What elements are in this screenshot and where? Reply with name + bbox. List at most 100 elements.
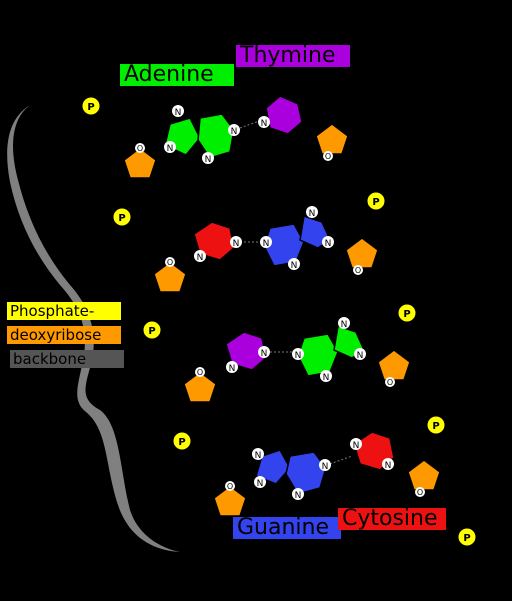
oxygen-atom: O (385, 377, 395, 387)
nitrogen-atom: N (306, 206, 318, 219)
phosphate-group: P (112, 207, 132, 227)
sugar-pentagon (345, 237, 379, 269)
thymine-label: Thymine (236, 45, 350, 67)
svg-text:N: N (167, 144, 174, 154)
guanine-label: Guanine (233, 517, 341, 539)
phosphate-group: P (142, 320, 162, 340)
svg-text:P: P (178, 437, 185, 448)
backbone-label-backbone: backbone (10, 350, 124, 368)
nitrogen-atom: N (292, 488, 304, 501)
phosphate-groups: P P P P P P P P (81, 96, 477, 547)
oxygen-atom: O (135, 143, 145, 153)
nitrogen-atom: N (258, 116, 270, 129)
oxygen-atom: O (165, 257, 175, 267)
guanine-ring-5 (255, 449, 291, 485)
phosphate-group: P (457, 527, 477, 547)
svg-text:P: P (432, 421, 439, 432)
svg-text:P: P (118, 213, 125, 224)
cytosine-label: Cytosine (338, 508, 446, 530)
nitrogen-atom: N (338, 317, 350, 330)
svg-text:N: N (341, 320, 348, 330)
svg-text:N: N (291, 261, 298, 271)
nitrogen-atom: N (194, 250, 206, 263)
nitrogen-atom: N (226, 361, 238, 374)
svg-text:N: N (263, 239, 270, 249)
svg-text:N: N (175, 108, 182, 118)
guanine-ring-6 (285, 451, 327, 495)
thymine-ring (265, 95, 303, 135)
base-pair-4 (213, 431, 441, 517)
svg-text:N: N (295, 351, 302, 361)
svg-text:P: P (463, 533, 470, 544)
nitrogen-atom: N (320, 370, 332, 383)
svg-text:N: N (325, 239, 332, 249)
phosphate-group: P (366, 191, 386, 211)
phosphate-group: P (81, 96, 101, 116)
svg-text:N: N (385, 461, 392, 471)
sugar-pentagon (315, 123, 349, 155)
nitrogen-atom: N (319, 459, 331, 472)
nitrogen-atom: N (228, 124, 240, 137)
svg-text:O: O (227, 482, 233, 491)
nitrogen-atom: N (172, 105, 184, 118)
sugar-pentagon (153, 261, 187, 293)
nitrogen-atoms: N N N N N N N N N N N N N N N N N N N N … (164, 105, 394, 501)
nitrogen-atom: N (230, 236, 242, 249)
nitrogen-atom: N (322, 236, 334, 249)
sugar-pentagon (183, 371, 217, 403)
svg-text:N: N (255, 451, 262, 461)
adenine-ring-6 (297, 333, 339, 377)
adenine-ring-6 (197, 113, 235, 159)
nitrogen-atom: N (288, 258, 300, 271)
svg-text:N: N (309, 209, 316, 219)
svg-text:N: N (323, 373, 330, 383)
nitrogen-atom: N (382, 458, 394, 471)
backbone-label-deoxyribose: deoxyribose (7, 326, 121, 344)
oxygen-atom: O (323, 151, 333, 161)
svg-text:O: O (417, 488, 423, 497)
svg-text:N: N (233, 239, 240, 249)
nitrogen-atom: N (252, 448, 264, 461)
phosphate-group: P (397, 303, 417, 323)
base-pair-1 (123, 95, 349, 179)
svg-text:N: N (295, 491, 302, 501)
svg-text:O: O (387, 378, 393, 387)
base-pair-3 (183, 325, 411, 403)
svg-text:O: O (325, 152, 331, 161)
svg-text:N: N (322, 462, 329, 472)
nitrogen-atom: N (202, 152, 214, 165)
svg-text:P: P (403, 309, 410, 320)
svg-text:O: O (355, 266, 361, 275)
svg-text:O: O (167, 258, 173, 267)
thymine-ring (225, 331, 267, 371)
svg-text:N: N (257, 479, 264, 489)
sugar-pentagon (213, 485, 247, 517)
nitrogen-atom: N (254, 476, 266, 489)
sugar-pentagon (123, 147, 157, 179)
cytosine-ring (193, 221, 235, 261)
svg-text:P: P (87, 102, 94, 113)
nitrogen-atom: N (350, 438, 362, 451)
svg-text:N: N (205, 155, 212, 165)
oxygen-atom: O (415, 487, 425, 497)
sugar-pentagon (377, 349, 411, 381)
svg-text:N: N (353, 441, 360, 451)
svg-text:N: N (357, 351, 364, 361)
oxygen-atom: O (353, 265, 363, 275)
svg-text:N: N (229, 364, 236, 374)
base-pair-2 (153, 215, 379, 293)
svg-text:P: P (372, 197, 379, 208)
svg-text:N: N (261, 349, 268, 359)
svg-text:O: O (197, 368, 203, 377)
svg-text:N: N (231, 127, 238, 137)
svg-text:N: N (197, 253, 204, 263)
nitrogen-atom: N (292, 348, 304, 361)
hydrogen-bond (329, 455, 353, 465)
oxygen-atoms: O O O O O O O O (135, 143, 425, 497)
nitrogen-atom: N (354, 348, 366, 361)
phosphate-group: P (426, 415, 446, 435)
nitrogen-atom: N (164, 141, 176, 154)
svg-text:N: N (261, 119, 268, 129)
